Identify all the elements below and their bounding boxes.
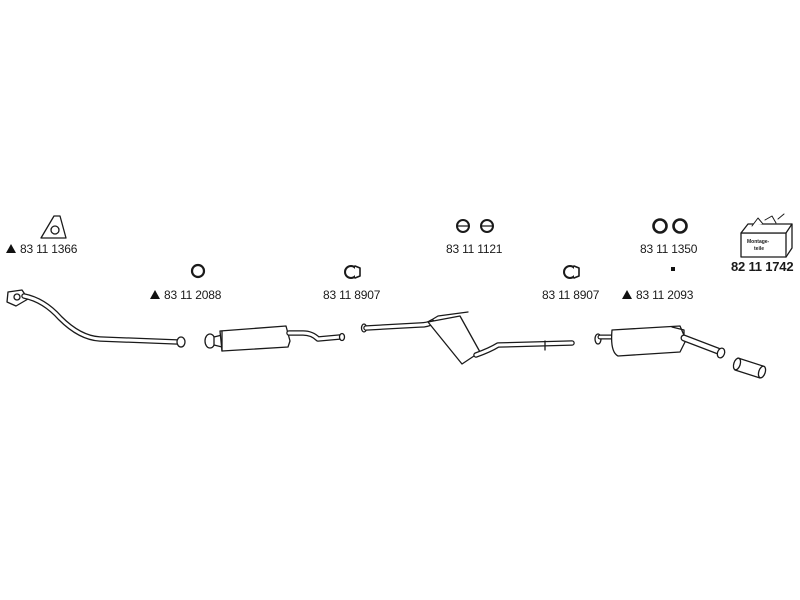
rubber-rings-icon (652, 218, 688, 234)
part-number-text: 83 11 2088 (164, 288, 222, 302)
part-number-text: 83 11 8907 (323, 288, 381, 302)
part-number-label: 83 11 1350 (640, 242, 697, 256)
part-number-label: 83 11 1121 (446, 242, 502, 256)
part-number-label: 83 11 2093 (622, 288, 693, 302)
kit-box-line1: Montage- (747, 239, 770, 245)
part-number-label: 83 11 8907 (542, 288, 599, 302)
triangle-marker-icon (6, 244, 16, 253)
part-number-text: 83 11 1366 (20, 242, 78, 256)
pre-muffler-part (204, 325, 346, 352)
mounting-kit-icon: Montage- teile (740, 213, 793, 258)
part-number-text: 82 11 1742 (731, 259, 794, 274)
part-number-text: 83 11 8907 (542, 288, 600, 302)
part-number-text: 83 11 1121 (446, 242, 503, 256)
square-marker-icon (671, 267, 675, 271)
part-number-text: 83 11 1350 (640, 242, 698, 256)
clamp-icon (344, 265, 361, 279)
part-number-text: 83 11 2093 (636, 288, 694, 302)
middle-muffler-part (360, 311, 575, 365)
triangle-marker-icon (622, 290, 632, 299)
part-number-label: 83 11 8907 (323, 288, 380, 302)
front-pipe-part (6, 289, 186, 348)
flange-gasket-icon (40, 215, 67, 239)
triangle-marker-icon (150, 290, 160, 299)
rear-muffler-part (594, 325, 726, 359)
double-clamp-icon (456, 219, 494, 233)
clamp-icon (563, 265, 580, 279)
part-number-label: 82 11 1742 (731, 259, 794, 274)
kit-box-line2: teile (754, 246, 764, 252)
tail-pipe-part (732, 357, 767, 379)
part-number-label: 83 11 2088 (150, 288, 221, 302)
seal-ring-icon (190, 263, 206, 279)
part-number-label: 83 11 1366 (6, 242, 77, 256)
